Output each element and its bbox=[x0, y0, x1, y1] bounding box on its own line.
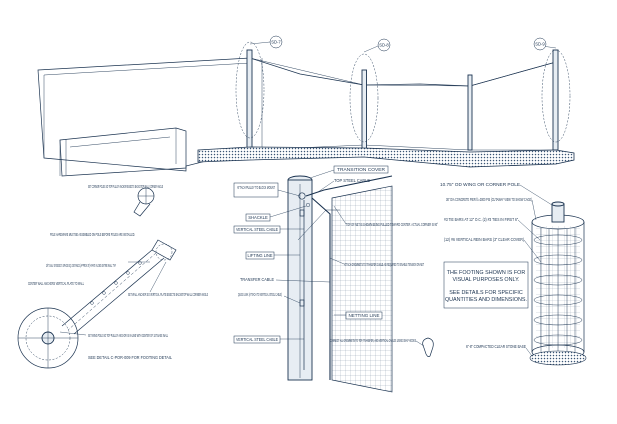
netting-panel-right bbox=[363, 84, 471, 151]
svg-text:TRANSFER CABLE: TRANSFER CABLE bbox=[240, 277, 274, 282]
svg-text:ATTACH GROMMETS TO TRANSFER CA: ATTACH GROMMETS TO TRANSFER CABLE AS REQ… bbox=[344, 262, 424, 267]
lifting-line bbox=[297, 209, 340, 241]
backstop-base-rail bbox=[197, 146, 575, 168]
svg-text:SEE DETAILS FOR SPECIFIC: SEE DETAILS FOR SPECIFIC bbox=[449, 290, 523, 296]
callout-vert-cable-top: VERTICAL STEEL CABLE bbox=[233, 225, 304, 234]
section-tag-sd7[interactable]: SD-7 bbox=[249, 35, 283, 49]
svg-text:ATTACH PULLEY TO BLOCK MOUNT: ATTACH PULLEY TO BLOCK MOUNT bbox=[237, 185, 275, 190]
netting-panel-left bbox=[249, 57, 365, 151]
pole-sd8 bbox=[361, 69, 367, 151]
rebar-cage bbox=[531, 214, 585, 360]
netting-panel-far bbox=[469, 61, 557, 151]
eyebolt-markers bbox=[90, 261, 142, 305]
top-steel-cable bbox=[305, 175, 393, 197]
pole-net-detail: ATTACH PULLEY TO BLOCK MOUNT SHACKLE VER… bbox=[233, 165, 438, 393]
label-pole-spec: 10.75" OD WING OR CORNER POLE bbox=[440, 182, 520, 187]
svg-text:NETTING LINE: NETTING LINE bbox=[349, 313, 380, 318]
label-footing-ref: SEE DETAIL C-POR-009 FOR FOOTING DETAIL bbox=[88, 355, 173, 360]
label-concrete: 36" DIA CONCRETE PIER fc=3000 PSI (CUTAW… bbox=[446, 197, 532, 202]
svg-text:VERTICAL STEEL CABLE: VERTICAL STEEL CABLE bbox=[236, 337, 278, 342]
callout-top-steel-cable: TOP STEEL CABLE bbox=[317, 178, 370, 193]
svg-text:SD-9: SD-9 bbox=[535, 42, 545, 47]
backstop-pole bbox=[287, 175, 313, 381]
svg-text:TOP OF NET IS SHOWN BEING PULL: TOP OF NET IS SHOWN BEING PULLED TOWARD … bbox=[346, 222, 438, 227]
diagonal-wall bbox=[61, 249, 165, 335]
shackle bbox=[305, 202, 311, 208]
dugout-bench bbox=[59, 127, 187, 177]
snap-hook-icon bbox=[422, 337, 434, 358]
callout-netting-line: NETTING LINE bbox=[334, 311, 383, 320]
svg-text:QUANTITIES AND DIMENSIONS.: QUANTITIES AND DIMENSIONS. bbox=[445, 297, 527, 303]
callout-quick-link: QUICK LINK (ATTACH TO VERTICAL STEEL CAB… bbox=[238, 292, 301, 304]
svg-text:LIFTING LINE: LIFTING LINE bbox=[248, 253, 273, 258]
svg-text:SD-8: SD-8 bbox=[379, 43, 389, 48]
corner-pole-assembly bbox=[133, 187, 155, 217]
corner-wall bbox=[151, 239, 177, 261]
pole-sd9 bbox=[552, 49, 559, 151]
svg-text:VISUAL PURPOSES ONLY.: VISUAL PURPOSES ONLY. bbox=[452, 277, 519, 283]
callout-shackle: SHACKLE bbox=[245, 205, 307, 222]
label-rebar: (12) #6 VERTICAL REIN BARS (3" CLEAR COV… bbox=[444, 237, 524, 242]
section-tag-sd8[interactable]: SD-8 bbox=[363, 38, 391, 53]
label-wall-anchor: SET WALL ANCHOR SO VERTICAL PLATE BISECT… bbox=[128, 292, 208, 297]
svg-text:CONNECT ALL GROMMETS TO TOP, T: CONNECT ALL GROMMETS TO TOP, TRANSFER, A… bbox=[330, 338, 416, 343]
perspective-view: SD-7 SD-8 SD-9 bbox=[37, 35, 575, 177]
callout-transfer-cable: TRANSFER CABLE bbox=[240, 277, 331, 283]
wing-pole-footing bbox=[17, 307, 79, 369]
corner-plan-detail: SET CORNER POLES SO TOP PULLEY ANCHOR BI… bbox=[17, 184, 208, 369]
svg-text:SD-7: SD-7 bbox=[271, 40, 281, 45]
net-panel bbox=[332, 186, 392, 392]
label-wing-pole: SET WING POLE SO TOP PULLEY ANCHOR IS IN… bbox=[88, 333, 168, 338]
callout-transition-cover: TRANSITION COVER bbox=[309, 165, 389, 179]
label-base: 6"-8" COMPACTED CLEAR STONE BASE bbox=[466, 344, 526, 349]
pulley bbox=[298, 192, 306, 200]
footing-pole bbox=[551, 201, 565, 223]
callout-vert-cable-bottom: VERTICAL STEEL CABLE bbox=[233, 335, 304, 344]
svg-text:TRANSITION COVER: TRANSITION COVER bbox=[337, 167, 385, 172]
pole-sd7 bbox=[246, 49, 253, 151]
hardware-note: POLE HARDWARE MUST BE ASSEMBLED ON POLE … bbox=[50, 232, 135, 237]
callout-lifting-line: LIFTING LINE bbox=[245, 251, 300, 260]
label-top-pole: SET CORNER POLES SO TOP PULLEY ANCHOR BI… bbox=[88, 184, 163, 189]
quick-link bbox=[299, 209, 305, 217]
callout-connect-grommets: CONNECT ALL GROMMETS TO TOP, TRANSFER, A… bbox=[330, 338, 425, 347]
footing-detail: 10.75" OD WING OR CORNER POLE 36" DIA CO… bbox=[440, 182, 587, 366]
callout-top-of-net: TOP OF NET IS SHOWN BEING PULLED TOWARD … bbox=[333, 205, 438, 227]
svg-text:SHACKLE: SHACKLE bbox=[248, 215, 268, 220]
stone-base bbox=[529, 350, 587, 366]
label-center-plate: CENTER WALL ANCHORS VERTICAL PLATE TO WA… bbox=[28, 281, 84, 286]
footing-note-box: THE FOOTING SHOWN IS FOR VISUAL PURPOSES… bbox=[443, 261, 529, 309]
svg-text:VERTICAL STEEL CABLE: VERTICAL STEEL CABLE bbox=[236, 227, 278, 232]
label-ties: #3 TIE BARS AT 12" O.C. (2) #3 TIES IN F… bbox=[444, 217, 518, 222]
callout-attach-grommets: ATTACH GROMMETS TO TRANSFER CABLE AS REQ… bbox=[329, 257, 424, 267]
svg-text:TOP STEEL CABLE: TOP STEEL CABLE bbox=[334, 178, 370, 183]
transfer-cable bbox=[311, 197, 331, 380]
label-eyebolt: 3/8" GALV. EYEBOLTS SPACE EQ. DISTANCE (… bbox=[46, 263, 116, 268]
section-tag-sd9[interactable]: SD-9 bbox=[533, 37, 557, 51]
svg-text:THE FOOTING SHOWN IS FOR: THE FOOTING SHOWN IS FOR bbox=[447, 270, 526, 276]
callout-attach-pulley: ATTACH PULLEY TO BLOCK MOUNT bbox=[233, 182, 301, 198]
svg-text:QUICK LINK (ATTACH TO VERTICAL: QUICK LINK (ATTACH TO VERTICAL STEEL CAB… bbox=[238, 292, 282, 297]
